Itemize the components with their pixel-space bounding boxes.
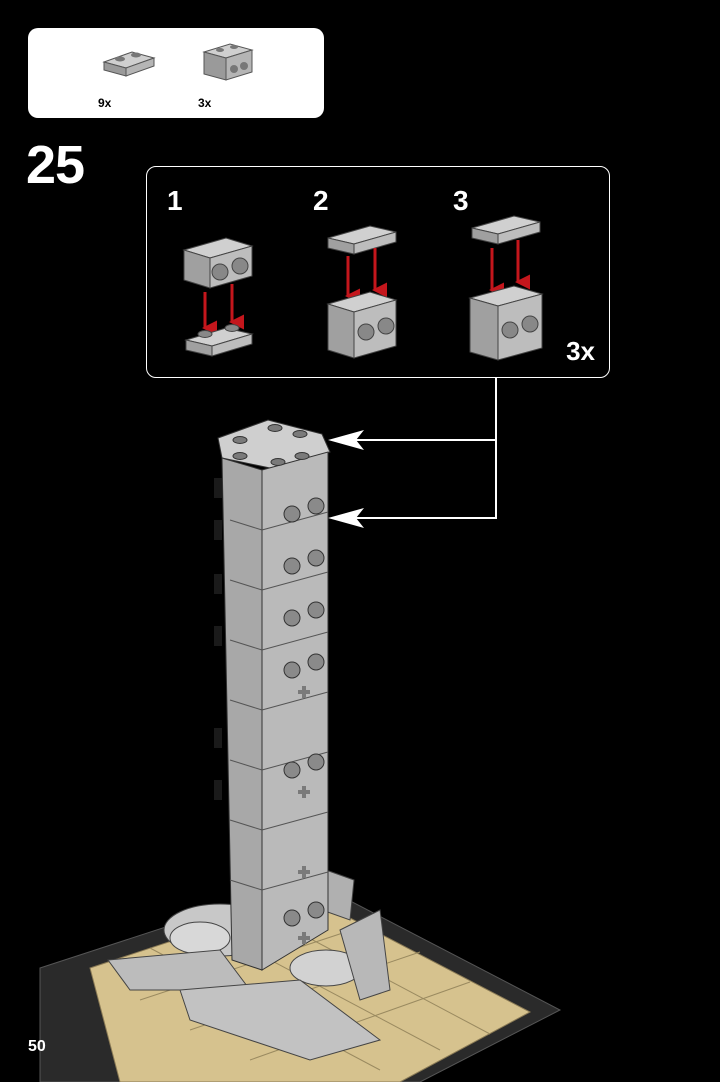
part-brick-1x2-studs-side: 3x — [198, 38, 268, 110]
plate-1x2-icon — [102, 51, 156, 77]
sub-assembly-callout: 1 2 3 3x — [146, 166, 610, 378]
substep-3-number: 3 — [453, 185, 469, 216]
substep-2-illustration — [326, 225, 398, 359]
brick-1x2-side-studs-icon — [202, 43, 254, 81]
part-plate-1x2: 9x — [98, 38, 168, 110]
substep-multiplier: 3x — [566, 336, 595, 366]
substep-1-number: 1 — [167, 185, 183, 216]
page-number: 50 — [28, 1038, 46, 1055]
substep-2-number: 2 — [313, 185, 329, 216]
substep-1-illustration — [182, 237, 254, 357]
step-number: 25 — [26, 135, 85, 195]
substep-3-illustration — [468, 215, 544, 361]
part-count: 3x — [198, 96, 212, 110]
tower-column — [214, 419, 331, 971]
parts-list-callout: 9x 3x — [28, 28, 324, 118]
part-count: 9x — [98, 96, 112, 110]
callout-pointer — [328, 378, 497, 528]
